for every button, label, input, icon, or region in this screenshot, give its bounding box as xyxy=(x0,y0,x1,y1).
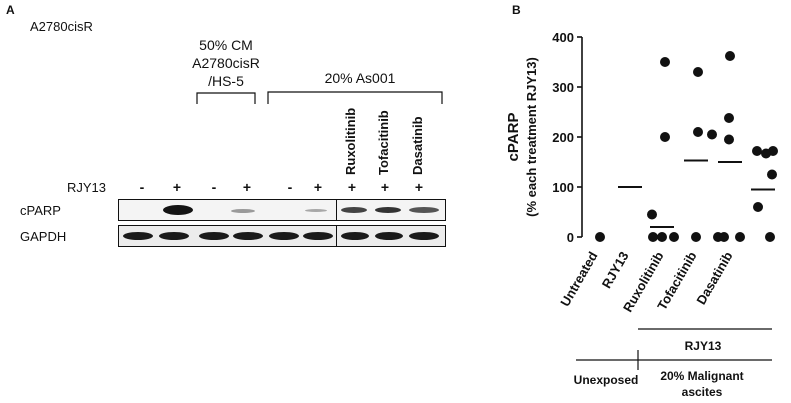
panel-a-letter: A xyxy=(6,3,15,17)
data-point xyxy=(693,67,703,77)
y-axis-label: cPARP xyxy=(505,113,522,162)
y-tick-label: 200 xyxy=(552,130,574,145)
unexposed-label: Unexposed xyxy=(574,373,639,387)
gapdh-blot-right xyxy=(336,225,446,247)
malignant-label-sub: ascites xyxy=(682,385,723,399)
sign-lane-7: + xyxy=(347,179,357,195)
data-point xyxy=(693,127,703,137)
cparp-band xyxy=(375,207,401,213)
cparp-band xyxy=(231,209,255,213)
gapdh-band xyxy=(269,232,299,240)
row-label-gapdh: GAPDH xyxy=(20,229,67,244)
x-category-label: Dasatinib xyxy=(693,249,735,307)
data-point xyxy=(647,209,657,220)
gapdh-band xyxy=(303,232,333,240)
data-point xyxy=(752,146,762,156)
sign-lane-9: + xyxy=(414,179,424,195)
cm-bracket xyxy=(196,92,256,104)
panel-a-brackets xyxy=(196,91,443,104)
cell-line-label: A2780cisR xyxy=(30,19,93,34)
inhibitor-label-tofacitinib: Tofacitinib xyxy=(376,110,391,175)
data-point xyxy=(724,113,734,123)
y-tick-label: 0 xyxy=(567,230,574,245)
data-point xyxy=(657,232,667,242)
data-point xyxy=(767,169,777,180)
gapdh-band xyxy=(123,232,153,240)
inhibitor-label-ruxolitinib: Ruxolitinib xyxy=(343,107,358,175)
cparp-band xyxy=(409,207,439,213)
y-tick-label: 300 xyxy=(552,80,574,95)
x-category-label: Untreated xyxy=(557,249,600,309)
as-bracket xyxy=(267,91,443,104)
y-axis-label-sub: (% each treatment RJY13) xyxy=(524,57,539,217)
sign-lane-4: + xyxy=(242,179,252,195)
as-group-label: 20% As001 xyxy=(324,70,396,86)
cparp-band xyxy=(163,205,193,215)
row-label-cparp: cPARP xyxy=(20,203,61,218)
data-point xyxy=(707,129,717,140)
row-label-rjy13: RJY13 xyxy=(67,180,107,195)
sign-lane-3: - xyxy=(211,179,217,195)
scatter-chart: 0 100 200 300 400 cPARP(% each treatment RJY1… xyxy=(505,30,778,399)
cparp-band xyxy=(341,207,367,213)
data-point xyxy=(660,132,670,142)
inhibitor-label-dasatinib: Dasatinib xyxy=(410,116,425,175)
gapdh-band xyxy=(199,232,229,240)
panel-b-letter: B xyxy=(512,3,521,17)
data-point xyxy=(753,202,763,212)
x-category-label: RJY13 xyxy=(599,249,632,291)
data-point xyxy=(669,232,679,242)
data-point xyxy=(719,232,729,242)
gapdh-band xyxy=(159,232,189,240)
data-point xyxy=(648,232,658,242)
gapdh-blot-left xyxy=(118,225,338,247)
y-tick-label: 400 xyxy=(552,30,574,45)
cparp-blot-left xyxy=(118,199,338,221)
data-point xyxy=(735,232,745,242)
data-point xyxy=(765,232,775,242)
cm-group-line2: A2780cisR xyxy=(192,55,260,71)
data-point xyxy=(595,232,605,242)
cm-group-line3: /HS-5 xyxy=(208,73,244,89)
data-point xyxy=(724,134,734,145)
sign-lane-5: - xyxy=(287,179,293,195)
data-point xyxy=(761,148,771,159)
gapdh-band xyxy=(375,232,403,240)
cm-group-line1: 50% CM xyxy=(199,37,253,53)
rjy13-group-label: RJY13 xyxy=(685,339,722,353)
data-point xyxy=(725,51,735,61)
gapdh-band xyxy=(409,232,439,240)
data-point xyxy=(660,57,670,67)
gapdh-band xyxy=(341,232,369,240)
sign-lane-6: + xyxy=(313,179,323,195)
y-tick-label: 100 xyxy=(552,180,574,195)
cparp-band xyxy=(305,209,327,212)
sign-lane-8: + xyxy=(380,179,390,195)
gapdh-band xyxy=(233,232,263,240)
cparp-blot-right xyxy=(336,199,446,221)
sign-lane-2: + xyxy=(172,179,182,195)
malignant-label: 20% Malignant xyxy=(660,369,743,383)
sign-lane-1: - xyxy=(139,179,145,195)
data-point xyxy=(691,232,701,242)
